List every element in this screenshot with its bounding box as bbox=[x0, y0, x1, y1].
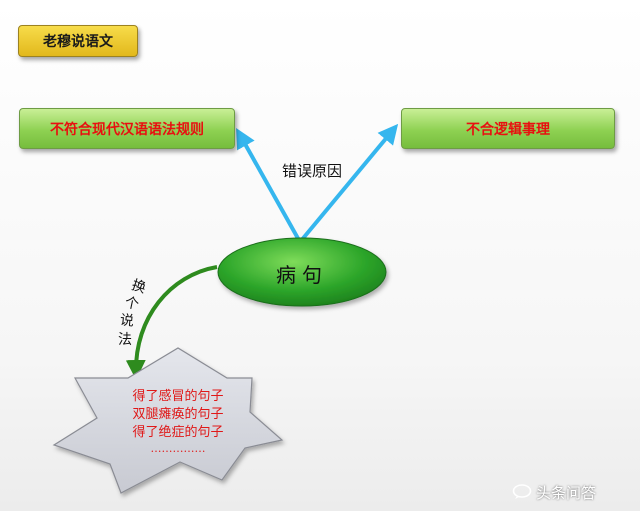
chat-bubble-icon bbox=[512, 484, 532, 499]
star-shape bbox=[52, 347, 284, 494]
watermark: 头条问答 bbox=[512, 480, 636, 504]
star-line-4: …………… bbox=[150, 442, 206, 455]
arrow-to-star bbox=[125, 265, 218, 380]
star-line-1: 得了感冒的句子 bbox=[132, 389, 224, 404]
star-line-2: 双腿瘫痪的句子 bbox=[132, 407, 224, 422]
author-tag: 老穆说语文 bbox=[18, 25, 138, 57]
error-reason-label: 错误原因 bbox=[281, 162, 342, 180]
arrow-to-left-box bbox=[236, 128, 302, 243]
rephrase-char-4: 法 bbox=[118, 332, 132, 348]
watermark-text: 头条问答 bbox=[536, 483, 597, 502]
star-line-3: 得了绝症的句子 bbox=[132, 425, 224, 440]
arrow-to-right-box bbox=[298, 123, 399, 244]
center-label: 病句 bbox=[276, 263, 328, 287]
grammar-error-box: 不符合现代汉语语法规则 bbox=[19, 108, 235, 149]
logic-error-box: 不合逻辑事理 bbox=[401, 108, 615, 149]
center-ellipse bbox=[217, 237, 387, 307]
star-text-block: 得了感冒的句子 双腿瘫痪的句子 得了绝症的句子 …………… bbox=[108, 388, 248, 456]
rephrase-char-3: 说 bbox=[119, 312, 135, 330]
